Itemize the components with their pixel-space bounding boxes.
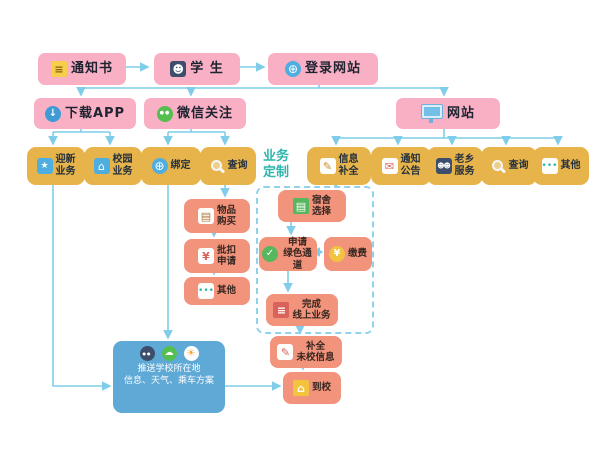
node-bind: 绑定 (141, 147, 201, 185)
node-label: 迎新 业务 (55, 154, 76, 177)
wechat-icon (156, 105, 173, 122)
new-user-icon (36, 158, 53, 174)
node-pay-fee: 缴费 (324, 237, 372, 271)
dots-icon (541, 158, 558, 174)
node-label: 批扣 申请 (216, 244, 236, 267)
moneybag-icon (328, 246, 345, 262)
node-label: 网站 (446, 105, 475, 121)
magnifier-icon (490, 158, 506, 174)
node-login-site: 登录网站 (268, 53, 378, 85)
books-icon (273, 302, 290, 318)
node-query-site: 查询 (481, 147, 537, 185)
node-label: 申请 绿色通道 (283, 237, 312, 271)
node-label: 绑定 (170, 160, 191, 172)
node-green-channel-apply: 申请 绿色通道 (259, 237, 317, 271)
node-label: 通知书 (70, 61, 113, 77)
node-other-site: 其他 (533, 147, 589, 185)
node-info-completion: 信息 补全 (307, 147, 371, 185)
app-download-icon (44, 105, 61, 122)
node-finish-online-business: 完成 线上业务 (266, 294, 338, 326)
campus-icon (93, 158, 110, 174)
locker-icon (292, 198, 309, 214)
monitor-icon (420, 104, 443, 123)
node-label: 物品 购买 (216, 204, 236, 227)
node-label: 通知 公告 (400, 154, 421, 177)
node-goods-purchase: 物品 购买 (184, 199, 250, 233)
node-label: 信息 补全 (338, 154, 359, 177)
node-label: 微信关注 (176, 105, 233, 121)
green-channel-icon (262, 246, 278, 262)
node-label: 其他 (560, 160, 581, 172)
globe-icon (151, 158, 168, 174)
push-info-label: 推送学校所在地 信息、天气、乘车方案 (123, 364, 214, 386)
weather-cloud-icon (161, 346, 177, 361)
node-label: 到校 (311, 382, 331, 394)
magnifier-icon (209, 158, 225, 174)
globe-icon (284, 61, 301, 77)
node-label: 登录网站 (304, 61, 361, 77)
push-info-icon-row (139, 346, 199, 361)
wechat-bubble-icon (139, 346, 155, 361)
payment-icon (197, 248, 214, 264)
node-label: 学 生 (190, 61, 224, 77)
people-icon (435, 158, 452, 174)
node-label: 查询 (508, 160, 529, 172)
node-arrive-school: 到校 (283, 372, 341, 404)
node-website: 网站 (396, 98, 500, 129)
node-label: 查询 (227, 160, 248, 172)
node-label: 缴费 (347, 248, 367, 260)
form-pencil-icon (319, 158, 336, 174)
business-customize-label: 业务 定制 (262, 149, 289, 181)
sun-icon (183, 346, 199, 361)
node-label: 校园 业务 (112, 154, 133, 177)
node-label: 宿舍 选择 (311, 194, 331, 217)
node-query-wechat: 查询 (200, 147, 256, 185)
dots-icon (197, 283, 214, 299)
node-dorm-selection: 宿舍 选择 (278, 190, 346, 222)
node-label: 下载APP (64, 105, 126, 121)
node-notice-letter: 通知书 (38, 53, 126, 85)
document-icon (50, 61, 67, 77)
node-student: 学 生 (154, 53, 240, 85)
node-label: 补全 未校信息 (296, 340, 335, 363)
node-complete-unchecked-info: 补全 未校信息 (270, 336, 342, 368)
node-hometown-service: 老乡 服务 (427, 147, 483, 185)
node-download-app: 下载APP (34, 98, 136, 129)
node-label: 其他 (216, 285, 236, 297)
envelope-icon (381, 158, 398, 174)
node-campus-business: 校园 业务 (84, 147, 142, 185)
online-business-group-border (256, 186, 374, 334)
node-notice-announcement: 通知 公告 (371, 147, 431, 185)
node-other-wechat: 其他 (184, 277, 250, 305)
node-welcome-business: 迎新 业务 (27, 147, 85, 185)
node-wechat-follow: 微信关注 (144, 98, 246, 129)
node-label: 完成 线上业务 (292, 298, 331, 321)
goods-box-icon (197, 208, 214, 224)
pencil-icon (277, 344, 294, 360)
node-label: 老乡 服务 (454, 154, 475, 177)
student-icon (170, 61, 187, 77)
school-building-icon (292, 380, 309, 396)
node-batch-deduct-apply: 批扣 申请 (184, 239, 250, 273)
node-push-local-info: 推送学校所在地 信息、天气、乘车方案 (113, 341, 225, 413)
